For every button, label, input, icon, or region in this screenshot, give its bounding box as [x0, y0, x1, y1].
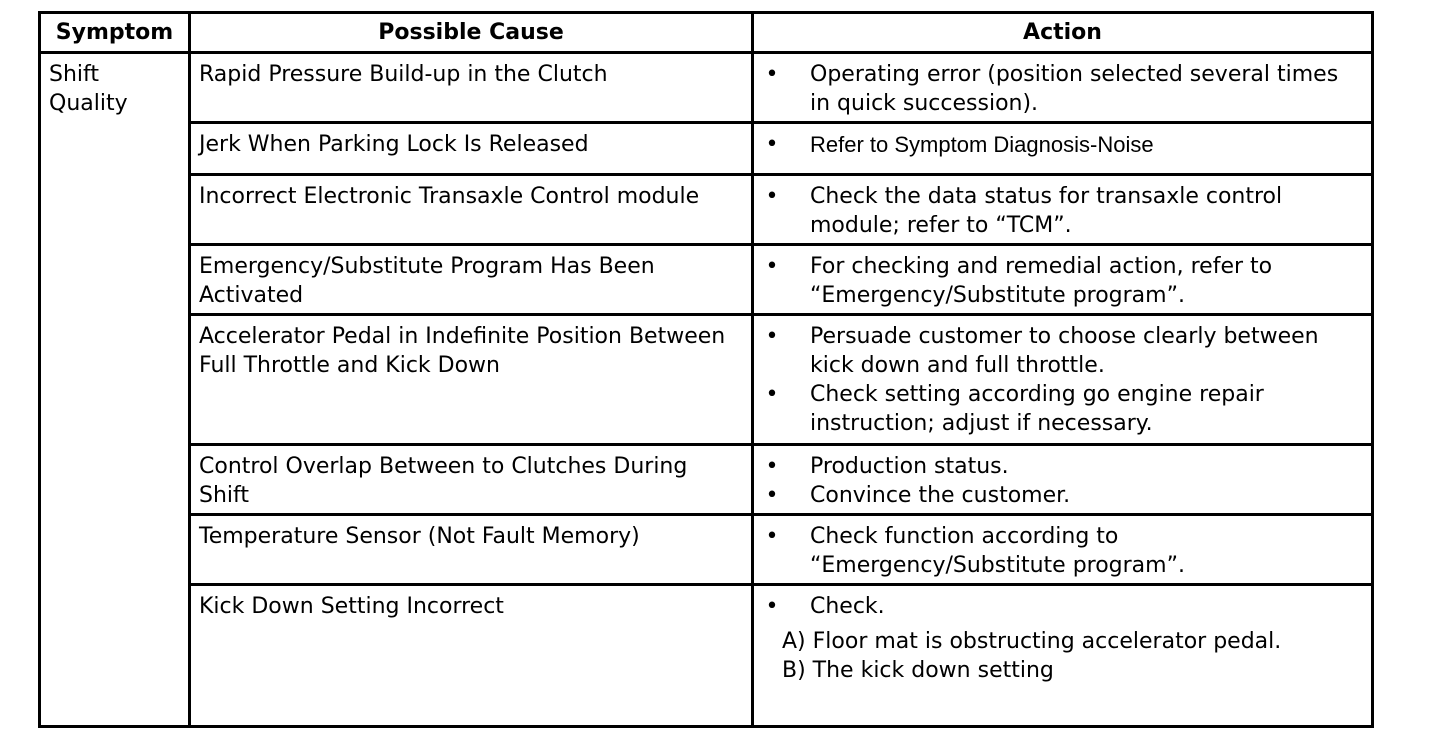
- cause-cell: Accelerator Pedal in Indefinite Position…: [191, 316, 754, 446]
- action-list: •Check the data status for transaxle con…: [762, 182, 1363, 240]
- diagnosis-table: Symptom Possible Cause Action Shift Qual…: [38, 11, 1374, 728]
- bullet-icon: •: [765, 454, 779, 479]
- bullet-icon: •: [765, 324, 779, 349]
- action-list: •Persuade customer to choose clearly bet…: [762, 322, 1363, 438]
- action-item: •Check function according to “Emergency/…: [762, 522, 1363, 580]
- action-cell: •Production status. •Convince the custom…: [754, 446, 1371, 516]
- action-list: •Check function according to “Emergency/…: [762, 522, 1363, 580]
- header-symptom: Symptom: [41, 14, 191, 54]
- cause-cell: Control Overlap Between to Clutches Duri…: [191, 446, 754, 516]
- action-cell: •Check. A) Floor mat is obstructing acce…: [754, 586, 1371, 725]
- action-list: •Production status. •Convince the custom…: [762, 452, 1363, 510]
- action-list: •Check.: [762, 592, 1363, 621]
- action-cell: •Operating error (position selected seve…: [754, 54, 1371, 124]
- header-action: Action: [754, 14, 1371, 54]
- cause-cell: Rapid Pressure Build-up in the Clutch: [191, 54, 754, 124]
- action-cell: •Check function according to “Emergency/…: [754, 516, 1371, 586]
- sub-item-list: A) Floor mat is obstructing accelerator …: [762, 627, 1363, 685]
- sub-item: A) Floor mat is obstructing accelerator …: [782, 629, 1282, 654]
- action-item: •Refer to Symptom Diagnosis-Noise: [762, 130, 1363, 160]
- symptom-cell: Shift Quality: [41, 54, 191, 725]
- action-item: •Persuade customer to choose clearly bet…: [762, 322, 1363, 380]
- cause-cell: Temperature Sensor (Not Fault Memory): [191, 516, 754, 586]
- action-cell: •Refer to Symptom Diagnosis-Noise: [754, 124, 1371, 176]
- action-item: •Convince the customer.: [762, 481, 1363, 510]
- cause-cell: Jerk When Parking Lock Is Released: [191, 124, 754, 176]
- cause-cell: Kick Down Setting Incorrect: [191, 586, 754, 725]
- action-list: •Operating error (position selected seve…: [762, 60, 1363, 118]
- header-possible-cause: Possible Cause: [191, 14, 754, 54]
- action-cell: •Check the data status for transaxle con…: [754, 176, 1371, 246]
- action-item: •Operating error (position selected seve…: [762, 60, 1363, 118]
- action-item: •Check the data status for transaxle con…: [762, 182, 1363, 240]
- sub-item: B) The kick down setting: [782, 658, 1054, 683]
- action-cell: •For checking and remedial action, refer…: [754, 246, 1371, 316]
- action-item: •Check setting according go engine repai…: [762, 380, 1363, 438]
- bullet-icon: •: [765, 382, 779, 407]
- cause-cell: Emergency/Substitute Program Has Been Ac…: [191, 246, 754, 316]
- bullet-icon: •: [765, 483, 779, 508]
- action-list: •For checking and remedial action, refer…: [762, 252, 1363, 310]
- bullet-icon: •: [765, 524, 779, 549]
- action-item: •Check.: [762, 592, 1363, 621]
- cause-cell: Incorrect Electronic Transaxle Control m…: [191, 176, 754, 246]
- action-cell: •Persuade customer to choose clearly bet…: [754, 316, 1371, 446]
- bullet-icon: •: [765, 184, 779, 209]
- bullet-icon: •: [765, 132, 779, 157]
- bullet-icon: •: [765, 254, 779, 279]
- action-item: •For checking and remedial action, refer…: [762, 252, 1363, 310]
- bullet-icon: •: [765, 594, 779, 619]
- bullet-icon: •: [765, 62, 779, 87]
- action-item: •Production status.: [762, 452, 1363, 481]
- action-list: •Refer to Symptom Diagnosis-Noise: [762, 130, 1363, 160]
